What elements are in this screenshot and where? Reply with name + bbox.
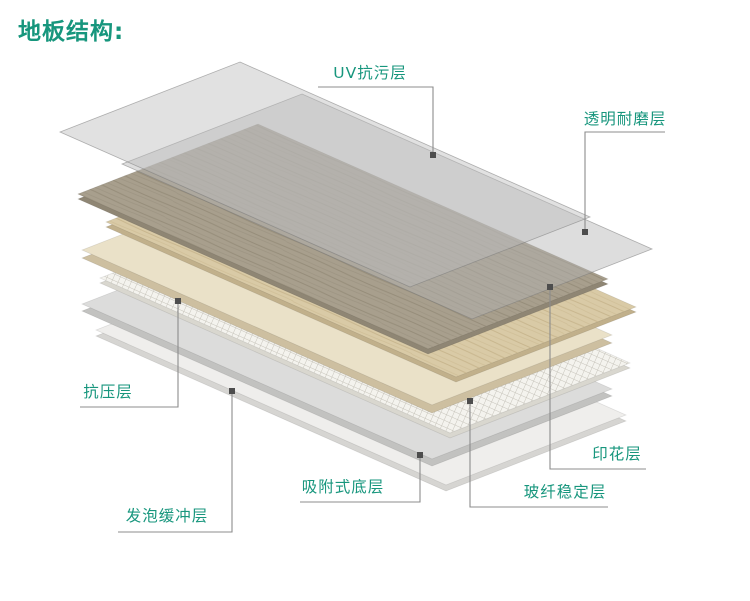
callout-adsorption-bottom-layer: 吸附式底层 <box>300 452 423 503</box>
wood-grain-dark-texture <box>78 124 608 349</box>
leader-line <box>318 86 434 155</box>
leader-dot <box>229 388 235 394</box>
label-anti-compression-layer: 抗压层 <box>83 383 133 401</box>
label-adsorption-bottom-layer: 吸附式底层 <box>302 478 385 496</box>
layer-transparent-wear-face <box>120 93 654 320</box>
leader-line <box>80 303 179 408</box>
layer-stack <box>58 61 654 492</box>
callouts: UV抗污层 透明耐磨层 抗压层 印花层 <box>80 64 667 533</box>
layer-uv-anti-stain-face <box>58 61 592 288</box>
label-transparent-wear-layer: 透明耐磨层 <box>584 110 667 128</box>
leader-line <box>584 131 665 229</box>
page-title: 地板结构: <box>18 19 125 45</box>
label-fiberglass-stability-layer: 玻纤稳定层 <box>524 483 607 501</box>
layer-wood-grain-dark <box>77 123 609 355</box>
leader-line <box>300 458 421 503</box>
callout-fiberglass-stability-layer: 玻纤稳定层 <box>467 398 608 508</box>
leader-dot <box>467 398 473 404</box>
leader-dot <box>430 152 436 158</box>
callout-uv-layer: UV抗污层 <box>318 64 436 158</box>
label-uv-layer: UV抗污层 <box>333 64 406 82</box>
callout-foam-cushion-layer: 发泡缓冲层 <box>118 388 235 533</box>
leader-line <box>549 288 646 470</box>
leader-dot <box>547 284 553 290</box>
leader-line <box>469 404 608 508</box>
leader-dot <box>417 452 423 458</box>
callout-anti-compression-layer: 抗压层 <box>80 298 181 408</box>
leader-dot <box>582 229 588 235</box>
callout-printed-layer: 印花层 <box>547 284 646 470</box>
label-printed-layer: 印花层 <box>592 445 642 463</box>
leader-dot <box>175 298 181 304</box>
leader-line <box>118 394 233 533</box>
label-foam-cushion-layer: 发泡缓冲层 <box>126 507 209 525</box>
callout-transparent-wear-layer: 透明耐磨层 <box>582 110 667 235</box>
